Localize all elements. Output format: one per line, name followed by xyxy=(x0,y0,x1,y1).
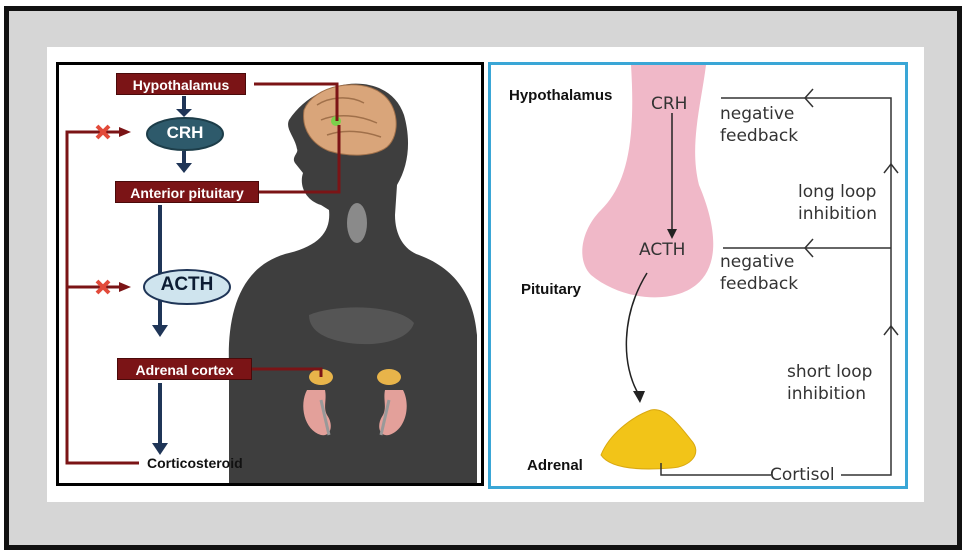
adrenal-cortex-label: Adrenal cortex xyxy=(117,358,252,380)
liver-shape xyxy=(309,307,414,345)
right-diagram-art xyxy=(582,65,899,476)
crh-oval xyxy=(146,117,224,151)
anterior-pituitary-label: Anterior pituitary xyxy=(115,181,259,203)
right-diagram-panel: Hypothalamus Pituitary Adrenal CRH ACTH … xyxy=(488,62,908,489)
body-silhouette xyxy=(228,83,477,483)
brain-shape xyxy=(303,84,397,156)
crh-text: CRH xyxy=(651,94,688,114)
negative-feedback-label: negative feedback xyxy=(720,252,799,294)
crh-label: CRH xyxy=(166,123,204,142)
neck-gland xyxy=(347,203,367,243)
corticosteroid-label: Corticosteroid xyxy=(147,455,243,471)
acth-label: ACTH xyxy=(160,274,214,295)
hypothalamus-label-right: Hypothalamus xyxy=(509,87,613,104)
adrenal-shape xyxy=(600,409,697,470)
adrenal-label: Adrenal xyxy=(527,457,583,474)
negative-feedback-label: negative feedback xyxy=(720,104,799,146)
block-x-icon xyxy=(95,124,111,140)
acth-text: ACTH xyxy=(639,240,686,260)
short-loop-inhibition-label: short loop inhibition xyxy=(787,362,873,404)
right-kidney xyxy=(377,369,407,436)
feedback-loop-line xyxy=(65,130,139,465)
left-diagram-panel: Hypothalamus CRH Anterior pituitary ACTH… xyxy=(56,62,484,486)
long-loop-inhibition-label: long loop inhibition xyxy=(798,182,878,224)
left-diagram-art xyxy=(65,82,477,483)
pituitary-label: Pituitary xyxy=(521,281,582,298)
hypothalamus-label: Hypothalamus xyxy=(116,73,246,95)
cortisol-text: Cortisol xyxy=(770,465,835,485)
pituitary-shape xyxy=(582,65,714,298)
acth-oval xyxy=(143,269,231,305)
block-x-icon xyxy=(95,279,111,295)
